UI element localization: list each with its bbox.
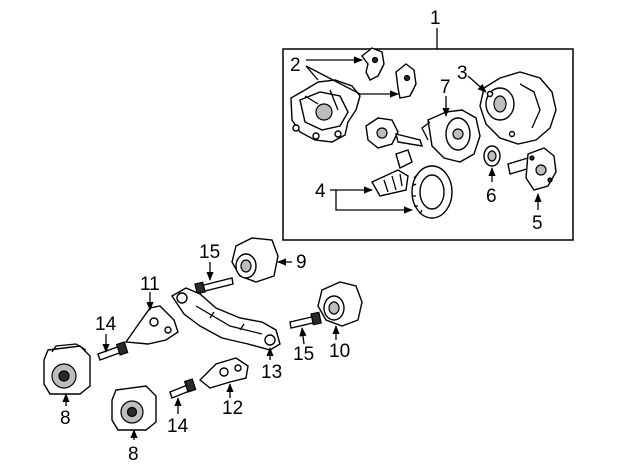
callout-15-lower: 15 — [293, 344, 314, 365]
callout-13: 13 — [261, 362, 282, 383]
callout-1: 1 — [430, 8, 441, 29]
mount-bracket-upper[interactable] — [124, 305, 179, 345]
callout-6: 6 — [486, 186, 497, 207]
callout-3: 3 — [457, 63, 468, 84]
bracket-bolt-upper[interactable] — [97, 341, 129, 361]
differential-carrier-housing[interactable] — [290, 79, 361, 143]
leader-15-lower — [299, 327, 307, 345]
mount-bushing-upper[interactable] — [43, 343, 91, 395]
leader-3 — [467, 75, 487, 93]
oil-seal[interactable] — [483, 145, 501, 167]
mount-bracket-lower[interactable] — [198, 357, 249, 389]
callout-2: 2 — [290, 55, 301, 76]
callout-4: 4 — [315, 181, 326, 202]
callout-9: 9 — [296, 252, 307, 273]
callout-5: 5 — [532, 213, 543, 234]
differential-carrier[interactable] — [421, 109, 481, 163]
differential-case-housing[interactable] — [479, 71, 557, 145]
callout-7: 7 — [440, 77, 451, 98]
leader-2-lower — [305, 65, 398, 94]
callout-14-lower: 14 — [167, 416, 189, 437]
bearing-cap-lower[interactable] — [395, 63, 417, 99]
differential-assembly-frame — [282, 48, 574, 241]
ring-gear[interactable] — [411, 165, 453, 219]
drive-pinion-gear[interactable] — [371, 149, 413, 197]
callout-14-upper: 14 — [95, 314, 117, 335]
callout-15-upper: 15 — [199, 242, 220, 263]
differential-crossmember[interactable] — [171, 287, 281, 351]
bolt-upper[interactable] — [194, 277, 234, 295]
callout-10: 10 — [329, 341, 350, 362]
side-gear-shaft-flange[interactable] — [507, 147, 557, 191]
callout-8-upper: 8 — [60, 408, 71, 429]
pinion-companion-flange[interactable] — [365, 117, 424, 149]
bracket-bolt-lower[interactable] — [169, 378, 197, 399]
mount-bushing-lower[interactable] — [111, 385, 157, 431]
callout-12: 12 — [222, 398, 243, 419]
bearing-cap-upper[interactable] — [361, 47, 385, 81]
callout-11: 11 — [140, 274, 160, 295]
differential-mount-lower[interactable] — [317, 281, 363, 327]
bolt-lower[interactable] — [289, 311, 322, 329]
callout-8-lower: 8 — [128, 444, 139, 465]
differential-mount-upper[interactable] — [231, 237, 279, 283]
leader-4-ring — [335, 190, 413, 214]
